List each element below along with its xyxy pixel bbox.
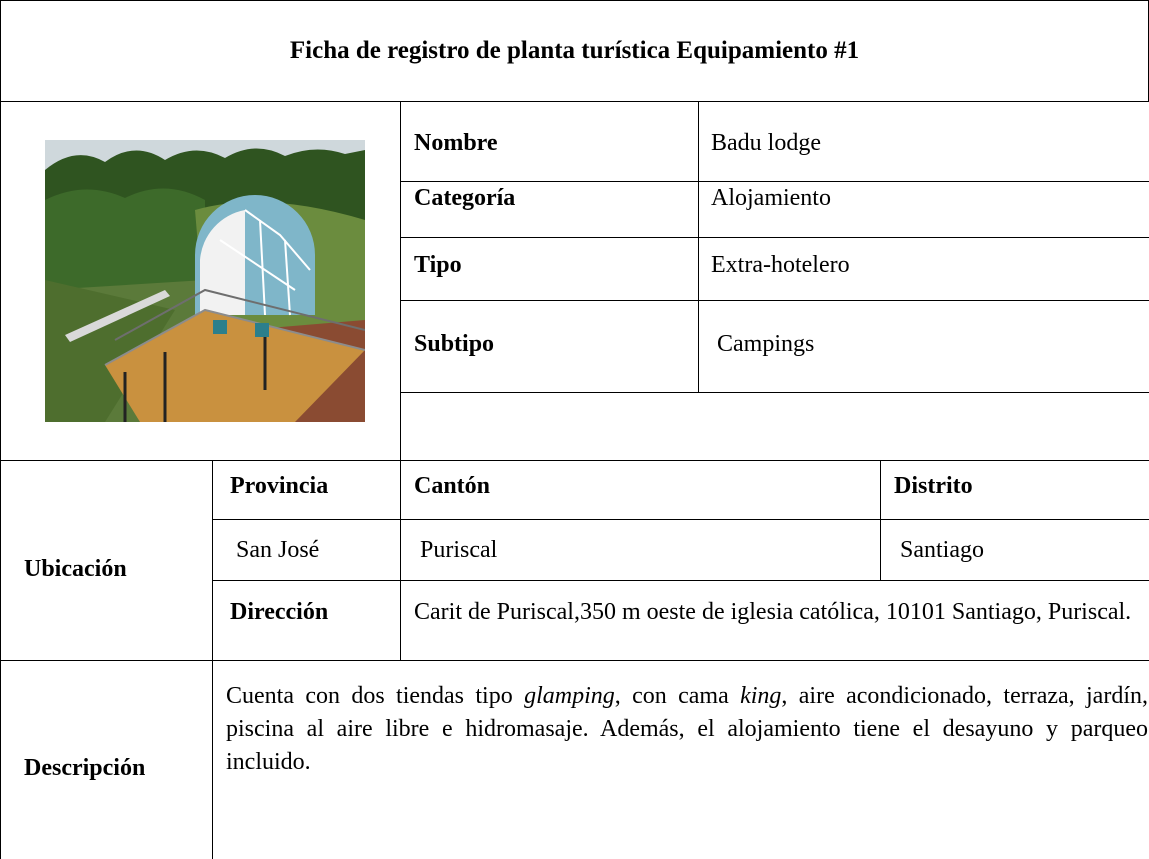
- rule: [400, 237, 1149, 238]
- rule: [0, 460, 1149, 461]
- descripcion-text: Cuenta con dos tiendas tipo glamping, co…: [226, 680, 1148, 779]
- descripcion-text-part: Cuenta con dos tiendas tipo: [226, 683, 525, 709]
- rule: [212, 580, 1149, 581]
- provincia-value: San José: [236, 537, 320, 563]
- rule: [0, 101, 1149, 102]
- nombre-value: Badu lodge: [711, 130, 821, 156]
- direccion-label: Dirección: [230, 599, 329, 625]
- descripcion-emphasis: king: [740, 683, 782, 709]
- rule: [212, 519, 1149, 520]
- canton-label: Cantón: [414, 473, 491, 499]
- provincia-label: Provincia: [230, 473, 329, 499]
- distrito-value: Santiago: [900, 537, 984, 563]
- nombre-label: Nombre: [414, 130, 498, 156]
- distrito-label: Distrito: [894, 473, 973, 499]
- lodge-photo: [45, 140, 365, 422]
- rule: [698, 101, 699, 392]
- rule: [400, 392, 1149, 393]
- ubicacion-label: Ubicación: [24, 556, 127, 582]
- subtipo-label: Subtipo: [414, 331, 495, 357]
- categoria-value: Alojamiento: [711, 185, 831, 211]
- categoria-label: Categoría: [414, 185, 516, 211]
- rule: [0, 660, 1149, 661]
- tipo-value: Extra-hotelero: [711, 252, 850, 278]
- rule: [400, 181, 1149, 182]
- rule: [212, 460, 213, 859]
- descripcion-text-part: , con cama: [614, 683, 741, 709]
- form-title: Ficha de registro de planta turística Eq…: [289, 37, 860, 64]
- rule: [0, 0, 1, 859]
- rule: [880, 460, 881, 580]
- subtipo-value: Campings: [717, 331, 815, 357]
- rule: [400, 300, 1149, 301]
- descripcion-text-part: , aire acondicionado, terraza, jardín, p…: [226, 683, 1148, 775]
- descripcion-label: Descripción: [24, 755, 146, 781]
- rule: [400, 101, 401, 660]
- descripcion-emphasis: glamping: [524, 683, 615, 709]
- rule: [0, 0, 1149, 1]
- tipo-label: Tipo: [414, 252, 462, 278]
- canton-value: Puriscal: [420, 537, 498, 563]
- direccion-value: Carit de Puriscal,350 m oeste de iglesia…: [414, 599, 1132, 625]
